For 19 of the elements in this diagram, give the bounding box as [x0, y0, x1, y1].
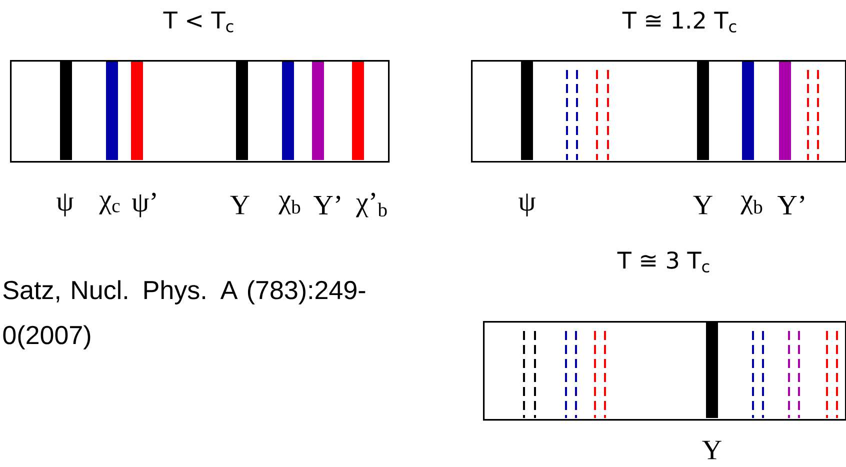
- particle-label: χ’$_{b}$: [356, 192, 387, 218]
- panel-title: T < T$_{c}$: [163, 12, 234, 32]
- particle-label: χ$_{b}$: [740, 196, 762, 214]
- particle-label: Υ’: [314, 196, 340, 214]
- spectrum-box: [471, 60, 846, 163]
- particle-label: Υ: [230, 196, 250, 214]
- particle-label: χ$_{c}$: [99, 196, 120, 214]
- particle-label: Υ: [702, 440, 722, 460]
- spectrum-box: [483, 321, 846, 421]
- spectrum-box: [10, 60, 390, 163]
- particle-label: ψ: [56, 194, 74, 216]
- particle-label: ψ’: [132, 192, 156, 218]
- particle-label: ψ: [518, 194, 536, 216]
- particle-label: Υ’: [778, 196, 804, 214]
- particle-label: Υ: [693, 196, 712, 214]
- panel-title: T ≅ 3 T$_{c}$: [617, 251, 710, 273]
- citation: Satz, Nucl. Phys. A (783):249- 0(2007): [3, 280, 366, 350]
- particle-label: χ$_{b}$: [278, 196, 300, 214]
- panel-title: T ≅ 1.2 T$_{c}$: [622, 11, 736, 33]
